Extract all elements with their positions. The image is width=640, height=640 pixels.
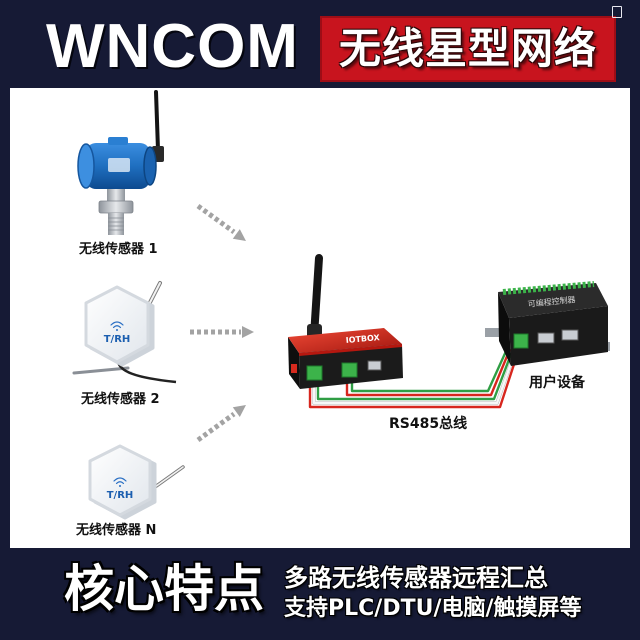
sensor-1-hex-nut xyxy=(98,200,134,214)
wifi-dot xyxy=(119,485,121,487)
sensor-2-housing xyxy=(84,285,150,364)
title-banner: 无线星型网络 xyxy=(320,16,616,82)
footer-heading: 核心特点 xyxy=(64,560,264,618)
controller-front-face xyxy=(509,306,608,366)
feature-item: 支持PLC/DTU/电脑/触摸屏等 xyxy=(284,596,582,621)
controller-left-face xyxy=(498,292,511,366)
wifi-arc-outer xyxy=(110,321,124,326)
wifi-arc-inner xyxy=(112,325,122,329)
arrow-2-head xyxy=(242,326,254,338)
signal-arrow-1-icon xyxy=(196,203,246,241)
page-title: 无线星型网络 xyxy=(338,24,597,73)
gateway-device: IOTBOX xyxy=(288,254,403,389)
controller-port-2 xyxy=(561,329,579,341)
sensor-2-probe xyxy=(72,366,130,375)
wifi-arc-outer xyxy=(113,477,127,482)
wire-red xyxy=(308,348,521,409)
sensor-2-badge: T/RH xyxy=(104,334,131,345)
gateway-red-stripe xyxy=(299,344,402,356)
controller-port-1 xyxy=(537,332,555,344)
arrow-1-dots xyxy=(196,203,236,235)
feature-item: 多路无线传感器远程汇总 xyxy=(284,564,548,592)
sensor-1-thread xyxy=(108,213,124,235)
sensor-n-badge: T/RH xyxy=(107,490,134,501)
arrow-3-head xyxy=(232,405,246,417)
controller-device: 可编程控制器 xyxy=(485,281,610,366)
controller-terminal-row xyxy=(502,281,595,295)
sensor-1-device xyxy=(77,90,164,235)
gateway-top-face xyxy=(288,328,402,353)
sensor-n-device: T/RH xyxy=(88,444,185,520)
gateway-brand: IOTBOX xyxy=(345,333,380,345)
sensor-1-antenna xyxy=(154,90,160,152)
arrow-3-dots xyxy=(196,411,236,443)
wifi-arc-inner xyxy=(115,481,125,485)
sensor-1-left-cap xyxy=(77,143,95,189)
sensor-1-nameplate xyxy=(108,158,130,172)
gateway-power-button xyxy=(291,364,297,373)
wire-green-2 xyxy=(350,348,509,393)
wifi-dot xyxy=(116,329,118,331)
controller-terminal-block xyxy=(513,333,529,349)
brand-logo-text: WNCOM xyxy=(46,12,299,81)
sensor-1-thread-lines xyxy=(108,217,124,231)
sensor-1-label: 无线传感器 1 xyxy=(79,242,158,257)
rs485-bus-wires xyxy=(308,348,521,409)
sensor-n-housing xyxy=(88,444,152,517)
corner-mark-icon xyxy=(612,6,622,18)
sensor-n-label: 无线传感器 N xyxy=(76,523,157,538)
sensor-1-neck xyxy=(107,189,125,202)
gateway-left-face xyxy=(288,337,300,389)
bus-label: RS485总线 xyxy=(389,416,468,432)
wire-green xyxy=(316,348,515,401)
wire-white xyxy=(312,348,518,405)
wifi-icon xyxy=(110,321,124,331)
sensor-2-device: T/RH xyxy=(72,281,177,384)
wire-red-2 xyxy=(345,348,512,397)
controller-caption: 用户设备 xyxy=(529,375,585,391)
arrow-1-head xyxy=(232,229,246,241)
sensor-2-label: 无线传感器 2 xyxy=(81,392,160,407)
gateway-usb-port xyxy=(367,360,382,371)
din-rail-clip-left xyxy=(485,328,503,337)
signal-arrow-2-icon xyxy=(190,326,254,338)
gateway-antenna xyxy=(310,254,323,340)
gateway-terminal-block-1 xyxy=(306,365,323,381)
signal-arrow-3-icon xyxy=(196,405,246,443)
gateway-terminal-block-2 xyxy=(341,362,358,378)
wifi-icon xyxy=(113,477,127,487)
sensor-1-right-cap xyxy=(143,146,157,186)
sensor-1-top-boss xyxy=(108,137,128,145)
